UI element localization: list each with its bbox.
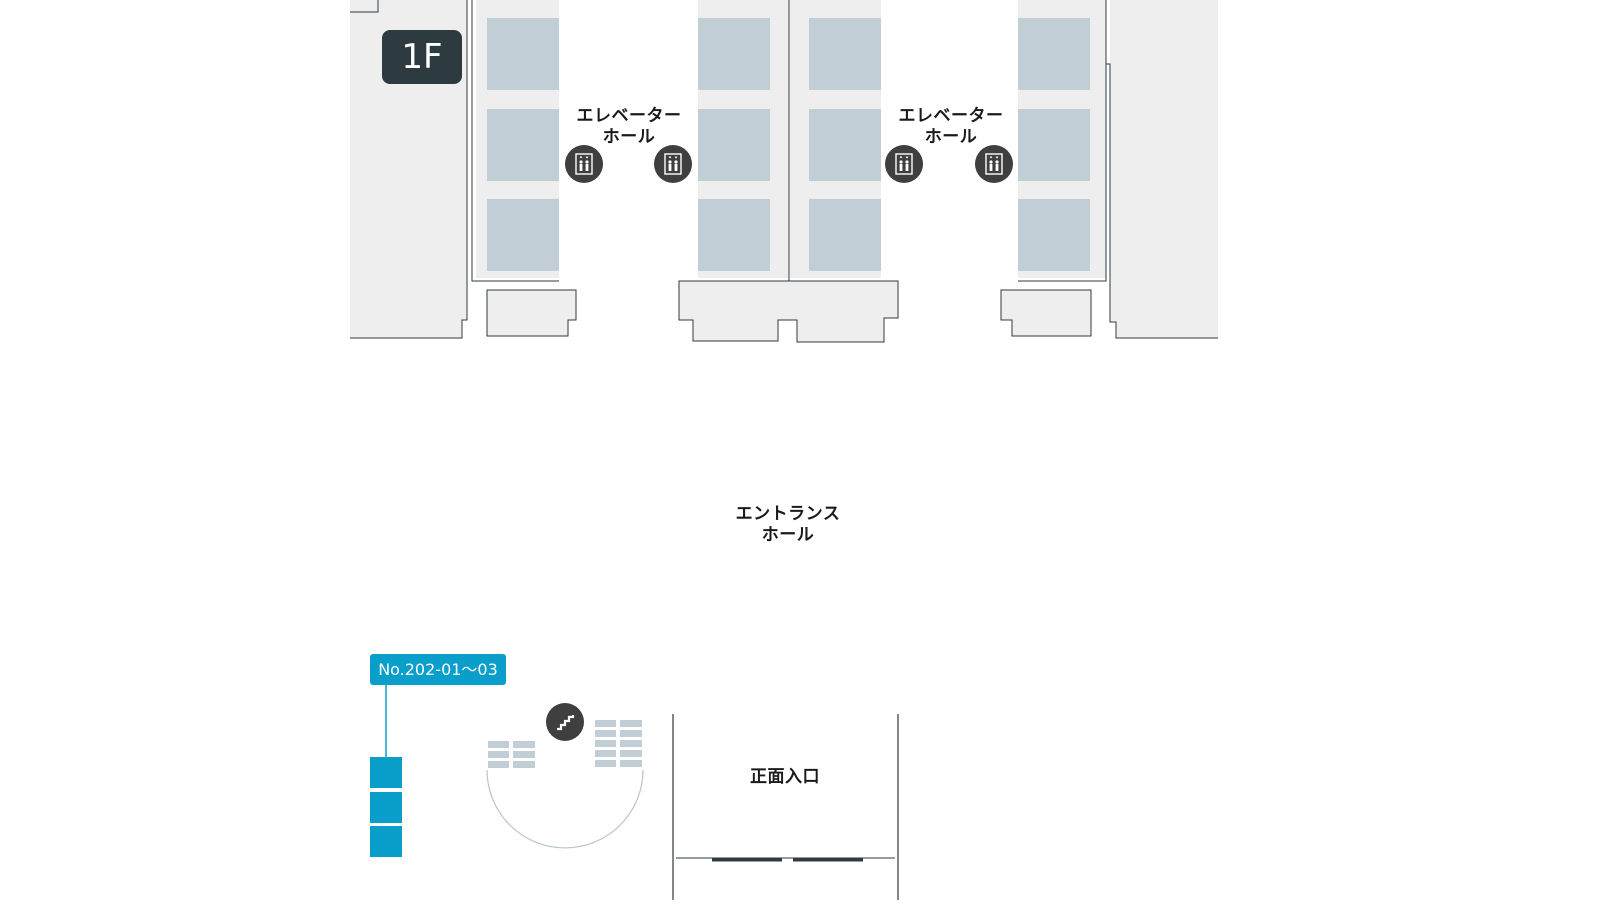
- elevator-car: [698, 109, 770, 181]
- elevator-icon[interactable]: [975, 145, 1013, 183]
- elevator-hall-left-line1: エレベーター: [576, 106, 682, 126]
- entrance-hall-line2: ホール: [761, 525, 815, 545]
- stair-grid-left: [488, 741, 535, 768]
- right-wall-block: [1110, 0, 1218, 338]
- pillar-block: [1000, 289, 1092, 337]
- elevator-car: [1018, 109, 1090, 181]
- stair-arc: [486, 769, 644, 849]
- shop-unit[interactable]: [370, 792, 402, 823]
- elevator-icon[interactable]: [565, 145, 603, 183]
- entrance-hall-label: エントランス ホール: [728, 504, 848, 546]
- shop-unit[interactable]: [370, 757, 402, 788]
- elevator-car: [1018, 199, 1090, 271]
- floor-badge: 1F: [382, 30, 462, 84]
- elevator-car: [809, 199, 881, 271]
- elevator-icon[interactable]: [885, 145, 923, 183]
- elevator-hall-left-line2: ホール: [602, 127, 656, 147]
- elevator-hall-right-label: エレベーター ホール: [888, 106, 1014, 148]
- elevator-car: [698, 18, 770, 90]
- elevator-car: [809, 109, 881, 181]
- entrance-hall-line1: エントランス: [735, 504, 841, 524]
- center-pillar-block: [678, 280, 899, 343]
- shop-unit[interactable]: [370, 826, 402, 857]
- left-wall-block: [350, 0, 467, 338]
- stair-grid-right: [595, 720, 642, 767]
- pillar-block: [486, 289, 577, 337]
- elevator-car: [487, 199, 559, 271]
- elevator-car: [487, 109, 559, 181]
- stairs-icon[interactable]: [546, 703, 584, 741]
- elevator-hall-right-line2: ホール: [924, 127, 978, 147]
- elevator-car: [487, 18, 559, 90]
- elevator-car: [1018, 18, 1090, 90]
- elevator-car: [809, 18, 881, 90]
- elevator-car: [698, 199, 770, 271]
- elevator-hall-right-line1: エレベーター: [898, 106, 1004, 126]
- elevator-icon[interactable]: [654, 145, 692, 183]
- main-entrance-label: 正面入口: [750, 767, 820, 787]
- elevator-hall-left-label: エレベーター ホール: [566, 106, 692, 148]
- shop-tag[interactable]: No.202-01〜03: [370, 654, 506, 685]
